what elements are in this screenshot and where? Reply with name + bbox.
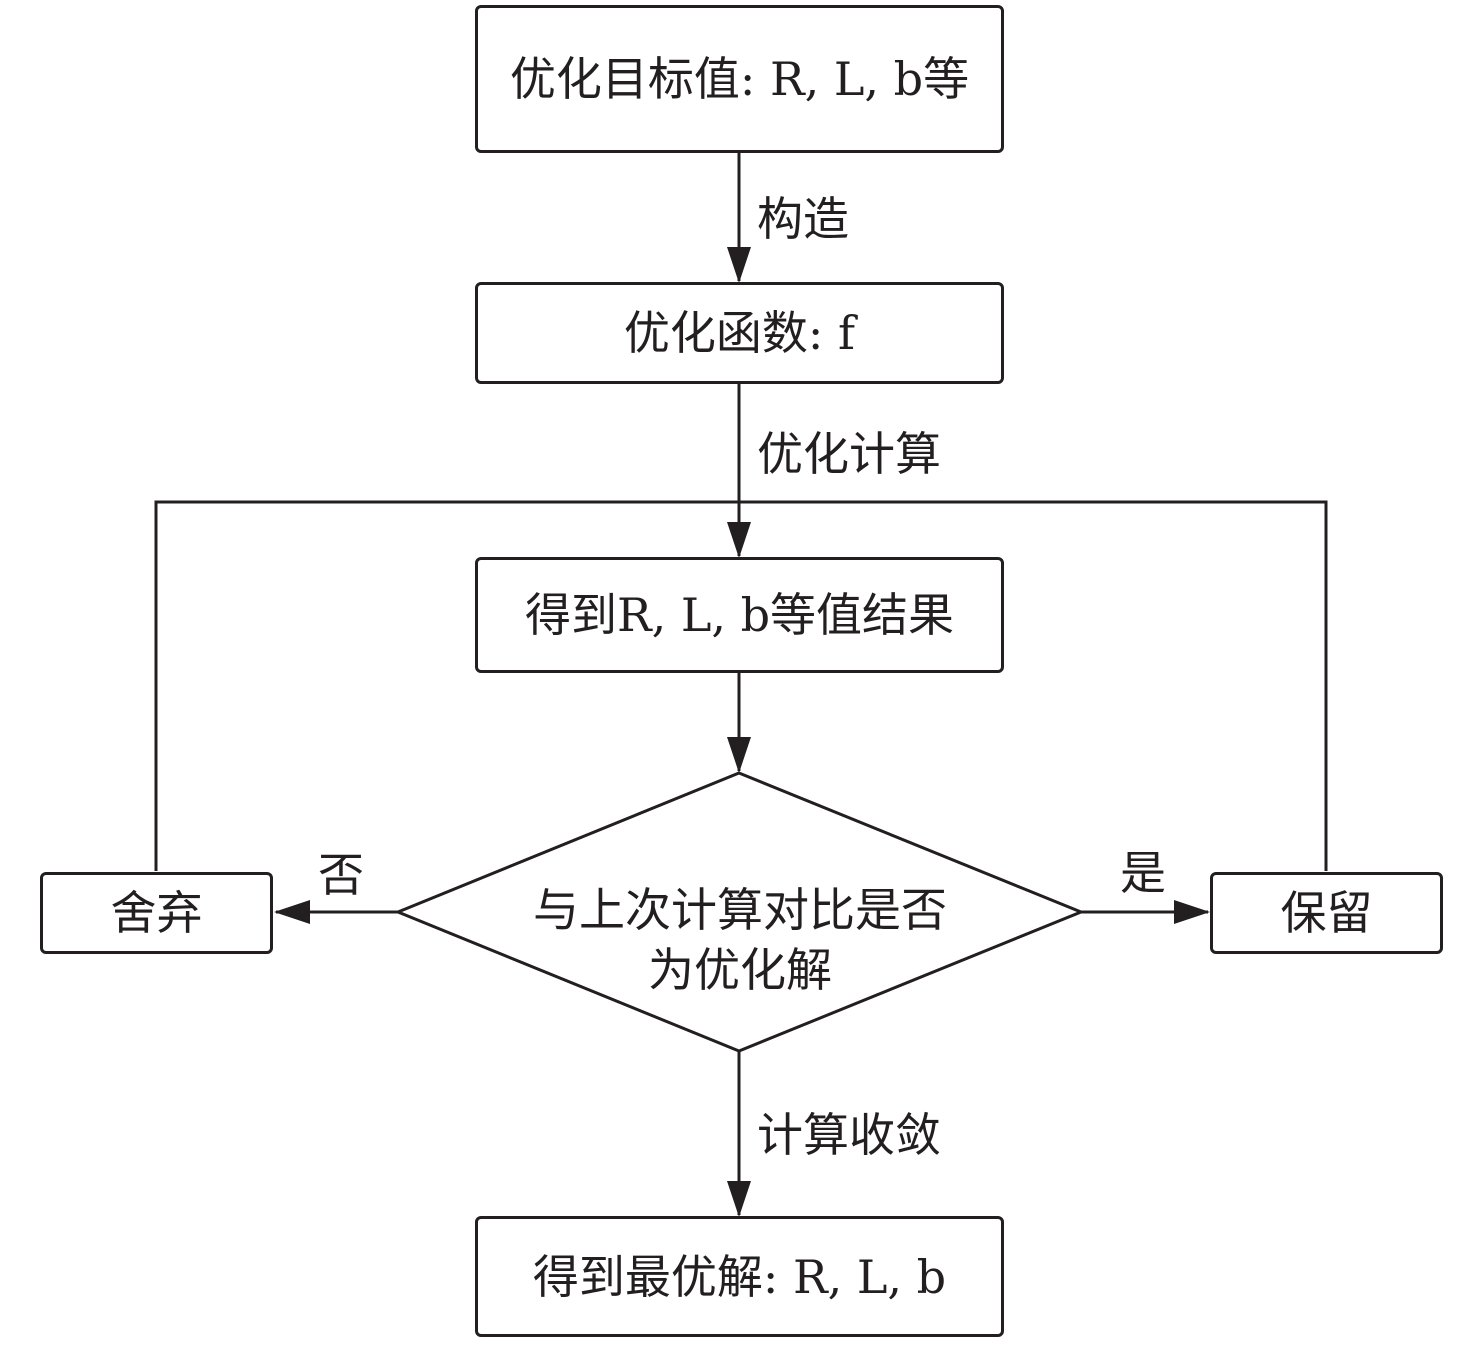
node-decision-label: 与上次计算对比是否 为优化解 bbox=[480, 880, 1000, 1000]
node-keep: 保留 bbox=[1210, 872, 1443, 954]
node-result-label: 得到R, L, b等值结果 bbox=[524, 588, 955, 642]
edge-no-label: 否 bbox=[318, 848, 364, 902]
node-objective-label: 优化目标值: R, L, b等 bbox=[509, 52, 970, 106]
node-optimal: 得到最优解: R, L, b bbox=[475, 1216, 1004, 1337]
edge-construct-label: 构造 bbox=[757, 192, 849, 246]
edge-converge-label: 计算收敛 bbox=[757, 1108, 941, 1162]
edge-yes-label: 是 bbox=[1120, 846, 1166, 900]
edge-optimize-calc-label: 优化计算 bbox=[757, 427, 941, 481]
node-result: 得到R, L, b等值结果 bbox=[475, 557, 1004, 673]
edge-discard-loop-line bbox=[154, 500, 739, 871]
edge-keep-loop-line bbox=[739, 500, 1328, 871]
node-decision-line2: 为优化解 bbox=[648, 943, 832, 997]
node-keep-label: 保留 bbox=[1280, 886, 1373, 940]
node-discard-label: 舍弃 bbox=[110, 886, 203, 940]
node-discard: 舍弃 bbox=[40, 872, 273, 954]
node-objective: 优化目标值: R, L, b等 bbox=[475, 5, 1004, 153]
node-optimal-label: 得到最优解: R, L, b bbox=[532, 1249, 947, 1304]
node-function: 优化函数: f bbox=[475, 282, 1004, 384]
node-function-label: 优化函数: f bbox=[623, 306, 856, 360]
node-decision-line1: 与上次计算对比是否 bbox=[533, 883, 947, 937]
